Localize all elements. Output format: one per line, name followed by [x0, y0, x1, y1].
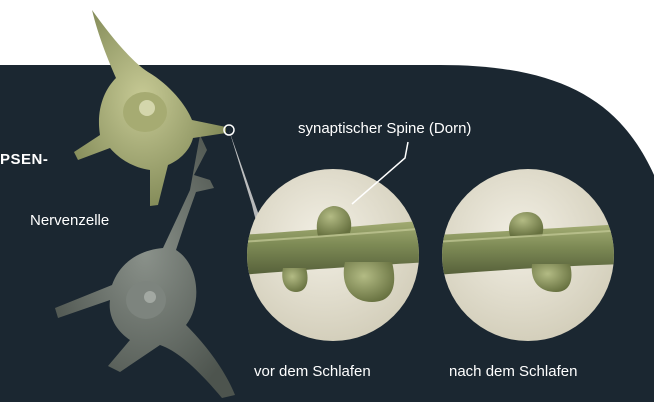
spine-label: synaptischer Spine (Dorn) [298, 120, 471, 137]
after-sleep-label: nach dem Schlafen [449, 363, 577, 380]
title-fragment: PSEN- [0, 151, 48, 168]
before-sleep-label: vor dem Schlafen [254, 363, 371, 380]
neuron-label: Nervenzelle [30, 212, 109, 229]
